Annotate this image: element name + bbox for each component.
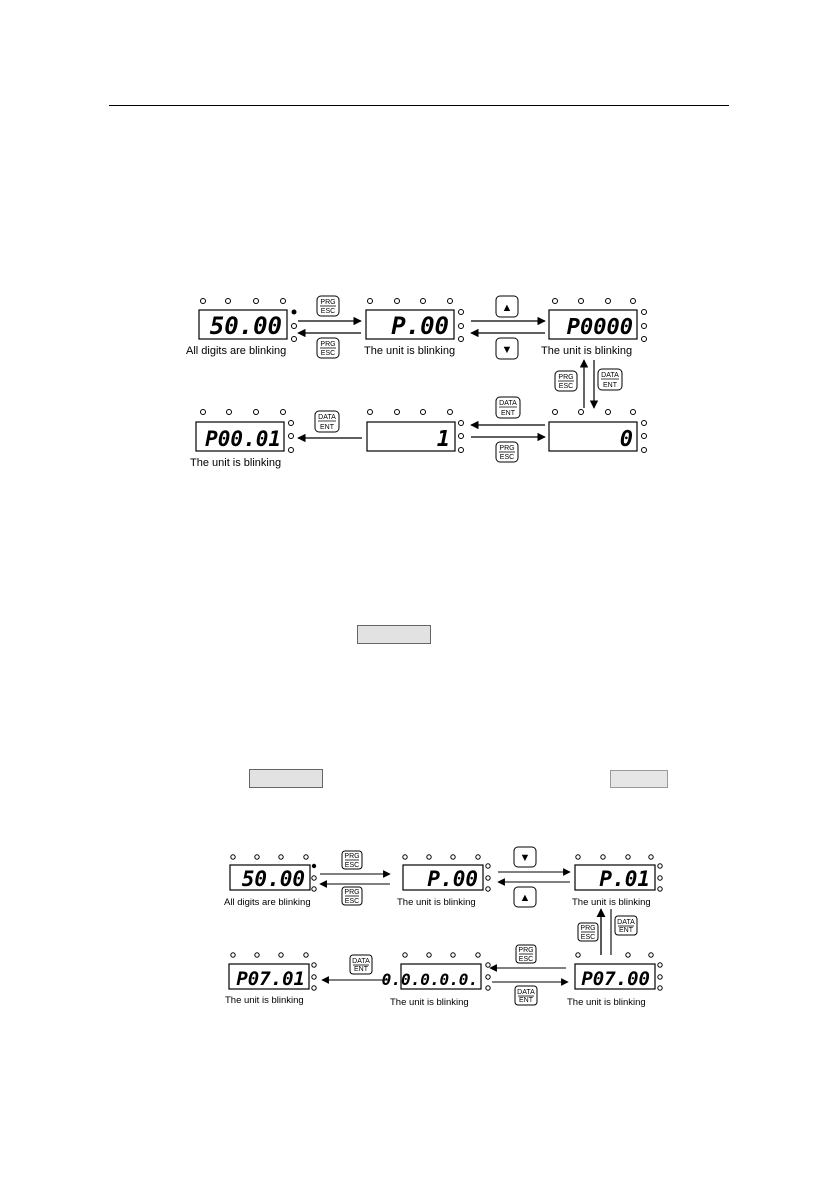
svg-text:ENT: ENT (501, 410, 516, 417)
svg-text:ESC: ESC (500, 454, 514, 461)
lcd-readout: P07.01 (236, 968, 305, 990)
svg-text:DATA: DATA (352, 958, 370, 965)
highlight-box (249, 769, 323, 788)
caption: The unit is blinking (397, 897, 476, 908)
caption: The unit is blinking (572, 897, 651, 908)
svg-text:PRG: PRG (344, 853, 359, 860)
svg-text:PRG: PRG (580, 925, 595, 932)
svg-text:DATA: DATA (318, 414, 336, 421)
caption: The unit is blinking (225, 995, 304, 1006)
up-key: ▲ (495, 295, 519, 318)
header-rule (109, 105, 729, 106)
svg-text:ESC: ESC (345, 898, 359, 905)
caption: The unit is blinking (364, 345, 455, 357)
lcd-display: P0000 The unit is blinking (541, 298, 647, 357)
svg-text:ESC: ESC (519, 956, 533, 963)
svg-text:ESC: ESC (581, 934, 595, 941)
lcd-readout: P.01 (599, 867, 650, 891)
prg-esc-key: PRG ESC (515, 944, 537, 964)
prg-esc-key: PRG ESC (577, 922, 599, 942)
lcd-readout: P0000 (567, 315, 633, 340)
svg-text:PRG: PRG (320, 341, 335, 348)
lcd-display: P.00 The unit is blinking (397, 854, 491, 908)
caption: The unit is blinking (390, 997, 469, 1008)
svg-text:ENT: ENT (619, 927, 634, 934)
up-key: ▲ (513, 886, 537, 908)
lcd-readout: 0 (620, 427, 633, 452)
lcd-display: 0 (548, 409, 647, 453)
svg-text:ENT: ENT (603, 382, 618, 389)
lcd-display: P.00 The unit is blinking (364, 298, 464, 357)
svg-text:PRG: PRG (558, 374, 573, 381)
lcd-display: 0.0.0.0.0. The unit is blinking (382, 952, 491, 1008)
lcd-display: P07.01 The unit is blinking (225, 952, 317, 1006)
data-ent-key: DATA ENT (349, 954, 373, 975)
svg-text:ESC: ESC (321, 350, 335, 357)
svg-text:PRG: PRG (499, 445, 514, 452)
figure-1: 50.00 All digits are blinking PRG ESC PR… (186, 295, 647, 469)
lcd-readout: P.00 (427, 867, 478, 891)
highlight-box (357, 625, 431, 644)
svg-text:ESC: ESC (345, 862, 359, 869)
prg-esc-key: PRG ESC (316, 337, 340, 359)
lcd-display: P.01 The unit is blinking (572, 854, 663, 908)
svg-text:PRG: PRG (518, 947, 533, 954)
lcd-readout: 50.00 (242, 867, 305, 891)
lcd-display: P00.01 The unit is blinking (190, 409, 294, 469)
prg-esc-key: PRG ESC (341, 850, 363, 870)
up-arrow-icon: ▲ (502, 302, 513, 314)
up-arrow-icon: ▲ (520, 892, 531, 904)
svg-text:PRG: PRG (344, 889, 359, 896)
lcd-readout: P.00 (391, 312, 449, 340)
caption: All digits are blinking (224, 897, 311, 908)
lcd-readout: P07.00 (581, 968, 650, 990)
data-ent-key: DATA ENT (614, 915, 638, 936)
svg-text:ENT: ENT (519, 997, 534, 1004)
data-ent-key: DATA ENT (597, 368, 623, 391)
figure-2: 50.00 All digits are blinking PRG ESC PR… (224, 846, 663, 1008)
lcd-readout: 0.0.0.0.0. (382, 970, 478, 989)
svg-text:ENT: ENT (354, 966, 369, 973)
down-arrow-icon: ▼ (502, 344, 513, 356)
prg-esc-key: PRG ESC (495, 441, 519, 463)
down-key: ▼ (495, 337, 519, 360)
prg-esc-key: PRG ESC (554, 370, 578, 392)
lcd-readout: 1 (437, 427, 450, 452)
lcd-readout: 50.00 (210, 312, 282, 340)
lcd-display: 50.00 All digits are blinking (186, 298, 297, 357)
down-arrow-icon: ▼ (520, 852, 531, 864)
data-ent-key: DATA ENT (314, 410, 340, 433)
svg-text:DATA: DATA (601, 372, 619, 379)
data-ent-key: DATA ENT (495, 396, 521, 419)
svg-text:DATA: DATA (517, 989, 535, 996)
highlight-box (610, 770, 668, 788)
lcd-display: 1 (366, 409, 464, 453)
svg-text:ESC: ESC (321, 308, 335, 315)
down-key: ▼ (513, 846, 537, 868)
caption: The unit is blinking (541, 345, 632, 357)
lcd-display: 50.00 All digits are blinking (224, 854, 317, 908)
svg-text:DATA: DATA (499, 400, 517, 407)
lcd-display: P07.00 The unit is blinking (567, 952, 663, 1008)
data-ent-key: DATA ENT (514, 985, 538, 1006)
lcd-readout: P00.01 (205, 427, 281, 451)
prg-esc-key: PRG ESC (316, 295, 340, 317)
prg-esc-key: PRG ESC (341, 886, 363, 906)
caption: The unit is blinking (567, 997, 646, 1008)
svg-text:PRG: PRG (320, 299, 335, 306)
svg-text:ENT: ENT (320, 424, 335, 431)
svg-text:DATA: DATA (617, 919, 635, 926)
svg-text:ESC: ESC (559, 383, 573, 390)
caption: All digits are blinking (186, 345, 286, 357)
caption: The unit is blinking (190, 457, 281, 469)
